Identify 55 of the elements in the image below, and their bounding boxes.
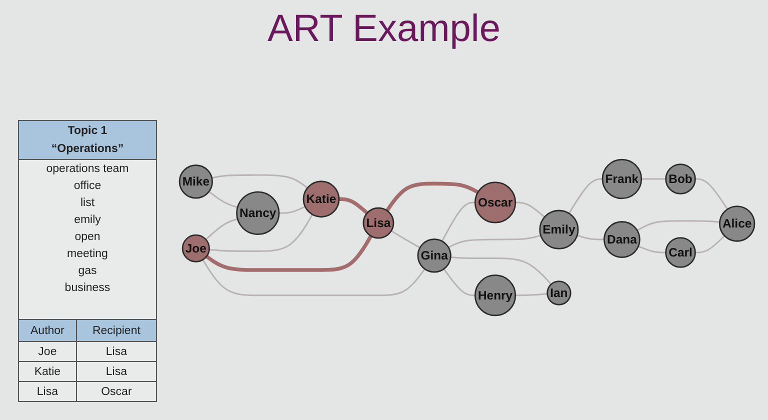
node-circle: Gina bbox=[417, 238, 452, 273]
node-circle: Carl bbox=[665, 237, 696, 268]
connector bbox=[441, 202, 476, 242]
topic-name: “Operations” bbox=[51, 143, 124, 155]
connector bbox=[638, 246, 666, 254]
node-circle: Katie bbox=[302, 180, 340, 218]
topic-keyword: office bbox=[74, 180, 102, 192]
connector bbox=[641, 178, 666, 180]
node-circle: Frank bbox=[602, 158, 642, 200]
connector bbox=[576, 234, 604, 240]
connector bbox=[205, 235, 373, 272]
connector bbox=[202, 259, 426, 296]
recipient-cell: Oscar bbox=[76, 382, 156, 401]
node-circle: Emily bbox=[539, 210, 579, 250]
connector bbox=[695, 178, 728, 210]
recipient-header: Recipient bbox=[76, 320, 156, 342]
topic-keyword: business bbox=[64, 282, 110, 294]
topic-keyword: emily bbox=[74, 214, 101, 226]
topic-keyword: meeting bbox=[67, 248, 108, 260]
node-circle: Oscar bbox=[474, 182, 516, 224]
connector bbox=[212, 174, 308, 189]
node-circle: Bob bbox=[665, 164, 696, 194]
connector bbox=[385, 182, 479, 212]
author-cell: Katie bbox=[19, 362, 76, 382]
connector bbox=[390, 230, 420, 248]
node-circle: Joe bbox=[182, 234, 210, 262]
connector bbox=[205, 218, 238, 240]
connector bbox=[695, 235, 726, 254]
connector bbox=[279, 206, 306, 214]
topic-number: Topic 1 bbox=[68, 125, 108, 137]
connector bbox=[450, 256, 552, 285]
topic-keyword: open bbox=[74, 231, 100, 243]
connector bbox=[568, 178, 602, 214]
connector bbox=[636, 220, 720, 232]
node-circle: Dana bbox=[603, 221, 640, 258]
node-circle: Ian bbox=[546, 280, 572, 306]
topic-keyword: operations team bbox=[46, 163, 129, 175]
node-circle: Lisa bbox=[362, 207, 394, 239]
connector bbox=[443, 268, 476, 296]
connector bbox=[448, 234, 541, 248]
author-cell: Lisa bbox=[19, 382, 76, 401]
node-circle: Nancy bbox=[236, 191, 280, 235]
topic-keyword: gas bbox=[78, 265, 97, 277]
connector bbox=[515, 293, 548, 296]
connector bbox=[209, 214, 314, 252]
node-circle: Mike bbox=[178, 164, 214, 199]
connector bbox=[338, 197, 368, 215]
node-circle: Henry bbox=[474, 274, 516, 316]
topic-keyword: list bbox=[80, 197, 95, 209]
connector bbox=[208, 191, 238, 208]
author-cell: Joe bbox=[19, 342, 76, 362]
author-header: Author bbox=[19, 320, 76, 342]
node-circle: Alice bbox=[718, 206, 756, 242]
connector bbox=[515, 202, 545, 218]
slide-title: ART Example bbox=[267, 7, 501, 52]
